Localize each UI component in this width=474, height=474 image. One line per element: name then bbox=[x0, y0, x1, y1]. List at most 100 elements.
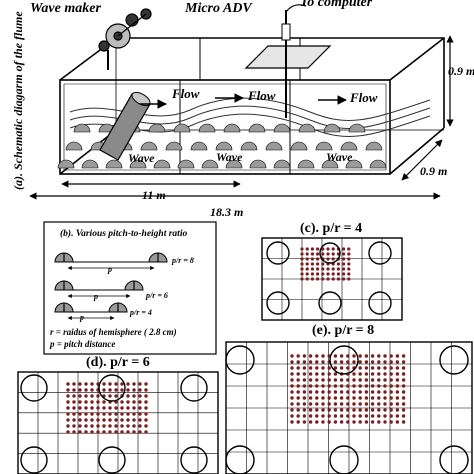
hemisphere-dot bbox=[395, 408, 400, 412]
bed-hemisphere bbox=[65, 141, 83, 151]
hemisphere-dot bbox=[78, 418, 82, 422]
hemisphere-dot bbox=[358, 384, 362, 388]
hemisphere-dot bbox=[346, 408, 350, 412]
hemisphere-dot bbox=[401, 378, 406, 382]
hemisphere-dot bbox=[401, 414, 406, 418]
hemisphere-dot bbox=[90, 382, 94, 386]
hemisphere-dot bbox=[342, 267, 346, 271]
hemisphere-dot bbox=[144, 424, 148, 428]
hemisphere-dot bbox=[346, 390, 350, 394]
hemisphere-dot bbox=[326, 272, 330, 276]
wave-maker-label: Wave maker bbox=[30, 1, 101, 16]
hemisphere-dot bbox=[370, 360, 375, 364]
hemisphere-dot bbox=[305, 277, 309, 281]
hemisphere-dot bbox=[290, 384, 294, 388]
hemisphere-dot bbox=[383, 378, 387, 382]
hemisphere-dot bbox=[66, 418, 70, 422]
hemisphere-dot bbox=[358, 420, 362, 424]
hemisphere-dot bbox=[144, 394, 148, 398]
hemisphere-dot bbox=[296, 360, 300, 364]
hemisphere-dot bbox=[370, 414, 375, 418]
hemisphere-dot bbox=[120, 388, 124, 392]
hemisphere-dot bbox=[144, 400, 148, 404]
adv-position-circle bbox=[319, 242, 341, 264]
hemisphere-dot bbox=[302, 354, 307, 358]
hemisphere-dot bbox=[358, 360, 362, 364]
hemisphere-dot bbox=[389, 390, 393, 394]
hemisphere-dot bbox=[364, 372, 369, 376]
hemisphere-dot bbox=[327, 408, 331, 412]
hemisphere-dot bbox=[342, 247, 346, 251]
hemisphere-dot bbox=[327, 402, 331, 406]
hemisphere-dot bbox=[333, 420, 338, 424]
hemisphere-dot bbox=[72, 406, 76, 410]
hemisphere-dot bbox=[370, 402, 375, 406]
hemisphere-dot bbox=[138, 406, 142, 410]
hemisphere-dot bbox=[308, 396, 313, 400]
hemisphere-dot bbox=[327, 414, 331, 418]
hemisphere-dot bbox=[383, 396, 387, 400]
array-e-title: (e). p/r = 8 bbox=[312, 323, 374, 338]
hemisphere-dot bbox=[336, 262, 340, 266]
hemisphere-dot bbox=[308, 420, 313, 424]
hemisphere-dot bbox=[327, 372, 331, 376]
hemisphere-dot bbox=[389, 408, 393, 412]
hemisphere-dot bbox=[126, 394, 130, 398]
hemisphere-dot bbox=[331, 257, 335, 261]
hemisphere-dot bbox=[102, 406, 106, 410]
hemisphere-dot bbox=[333, 372, 338, 376]
adv-position-circle bbox=[98, 374, 126, 402]
hemisphere-dot bbox=[336, 272, 340, 276]
hemisphere-dot bbox=[358, 354, 362, 358]
adv-position-circle bbox=[329, 345, 359, 375]
bed-hemisphere bbox=[153, 159, 171, 169]
hemisphere-dot bbox=[290, 396, 294, 400]
hemisphere-dot bbox=[316, 262, 320, 266]
hemisphere-dot bbox=[401, 390, 406, 394]
hemisphere-dot bbox=[370, 390, 375, 394]
hemisphere-dot bbox=[377, 384, 381, 388]
hemisphere-dot bbox=[102, 418, 106, 422]
hemisphere-dot bbox=[316, 247, 320, 251]
hemisphere-dot bbox=[326, 267, 330, 271]
hemisphere-dot bbox=[138, 412, 142, 416]
hemisphere-dot bbox=[296, 378, 300, 382]
hemisphere-dot bbox=[308, 402, 313, 406]
hemisphere-dot bbox=[347, 247, 351, 251]
hemisphere-dot bbox=[339, 396, 344, 400]
bed-hemisphere bbox=[148, 123, 166, 133]
hemisphere-dot bbox=[364, 360, 369, 364]
hemisphere-dot bbox=[346, 414, 350, 418]
wave-label-1: Wave bbox=[128, 151, 155, 165]
hemisphere-dot bbox=[114, 430, 118, 434]
hemisphere-dot bbox=[310, 257, 314, 261]
hemisphere-dot bbox=[96, 394, 100, 398]
hemisphere-dot bbox=[296, 414, 300, 418]
hemisphere-dot bbox=[377, 414, 381, 418]
hemisphere-dot bbox=[347, 262, 351, 266]
hemisphere-dot bbox=[339, 366, 344, 370]
bed-hemisphere bbox=[315, 141, 333, 151]
bed-hemisphere bbox=[365, 141, 383, 151]
hemisphere-dot bbox=[333, 366, 338, 370]
hemisphere-dot bbox=[302, 372, 307, 376]
hemisphere-dot bbox=[358, 378, 362, 382]
hemisphere-dot bbox=[326, 252, 330, 256]
hemisphere-dot bbox=[305, 252, 309, 256]
bed-hemisphere bbox=[248, 123, 266, 133]
hemisphere-dot bbox=[300, 257, 304, 261]
bed-hemisphere bbox=[273, 159, 291, 169]
hemisphere-dot bbox=[138, 382, 142, 386]
flow-label-1: Flow bbox=[171, 86, 200, 101]
hemisphere-dot bbox=[120, 424, 124, 428]
legend-p: p = pitch distance bbox=[49, 339, 115, 349]
hemisphere-dot bbox=[383, 372, 387, 376]
hemisphere-dot bbox=[296, 372, 300, 376]
hemisphere-dot bbox=[120, 430, 124, 434]
hemisphere-dot bbox=[364, 384, 369, 388]
hemisphere-dot bbox=[342, 262, 346, 266]
hemisphere-dot bbox=[78, 424, 82, 428]
hemisphere-dot bbox=[72, 388, 76, 392]
hemisphere-dot bbox=[315, 396, 319, 400]
hemisphere-dot bbox=[102, 400, 106, 404]
